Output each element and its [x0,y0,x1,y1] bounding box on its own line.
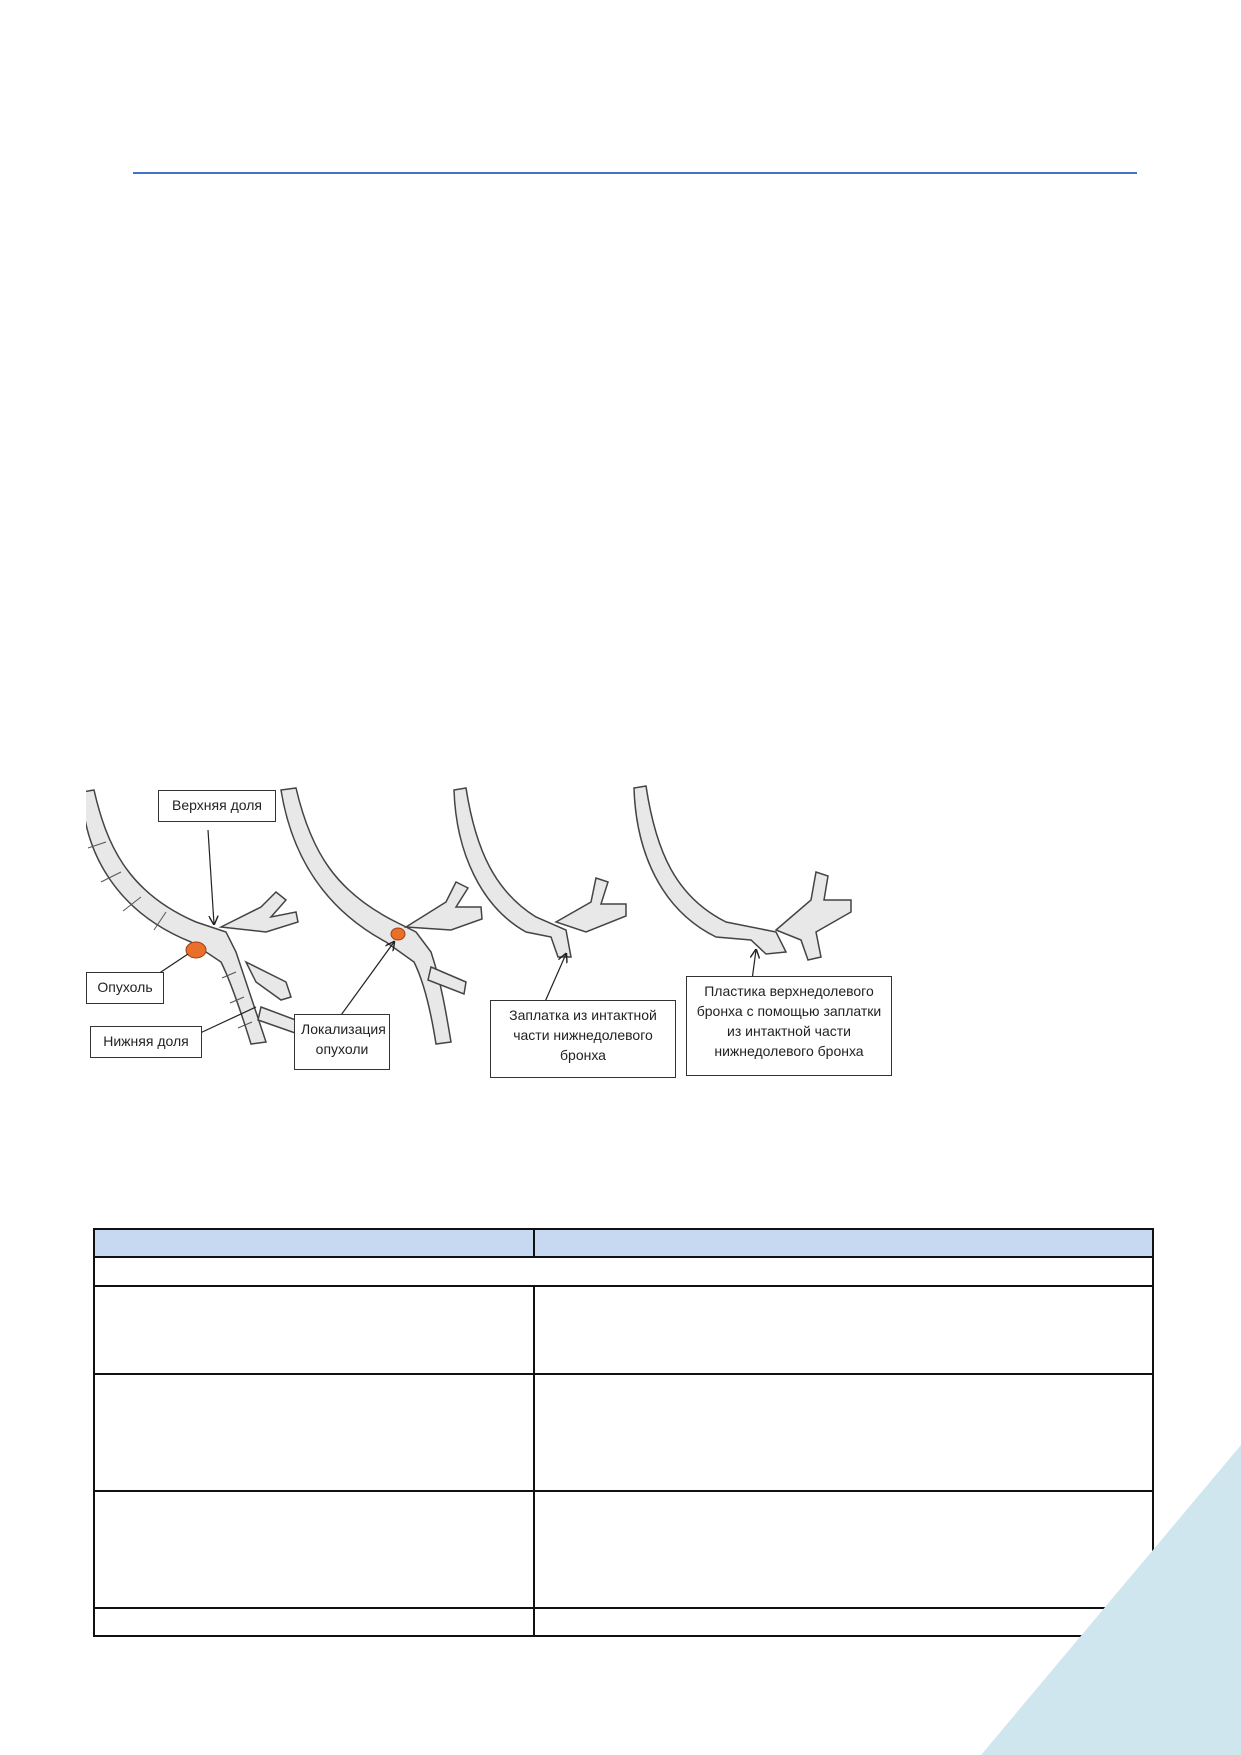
panel-3-bronchus [453,787,627,958]
panel-1-bronchus [86,789,302,1045]
panel-4-bronchus [633,785,852,961]
table-header-row [93,1228,1154,1258]
table-cell [93,1285,535,1375]
table-cell [93,1490,535,1609]
bronchoplasty-figure: Верхняя доля Опухоль Нижняя доля Локализ… [86,782,916,1084]
tumor-location-callout: Локализация опухоли [294,1014,390,1070]
table-cell [93,1256,1154,1287]
lower-lobe-callout: Нижняя доля [90,1026,202,1058]
table-row [93,1373,1154,1492]
table-cell [533,1285,1154,1375]
table-cell [533,1490,1154,1609]
table-header-cell-1 [93,1228,535,1258]
panel-2-bronchus [280,787,483,1045]
plasty-callout: Пластика верхнедолевого бронха с помощью… [686,976,892,1076]
panel-1-rings [87,841,253,1029]
table-cell [533,1373,1154,1492]
data-table [93,1228,1154,1637]
corner-decoration [981,1445,1241,1755]
patch-callout: Заплатка из интактной части нижнедолевог… [490,1000,676,1078]
tumor-marker-1 [185,941,207,959]
tumor-callout: Опухоль [86,972,164,1004]
table-cell [533,1607,1154,1637]
table-row [93,1285,1154,1375]
table-row [93,1490,1154,1609]
header-rule [133,172,1137,174]
tumor-marker-2 [390,927,406,941]
table-header-cell-2 [533,1228,1154,1258]
table-row [93,1256,1154,1287]
table-cell [93,1373,535,1492]
bronchus-illustrations [86,785,852,1045]
upper-lobe-callout: Верхняя доля [158,790,276,822]
table-cell [93,1607,535,1637]
table-row [93,1607,1154,1637]
